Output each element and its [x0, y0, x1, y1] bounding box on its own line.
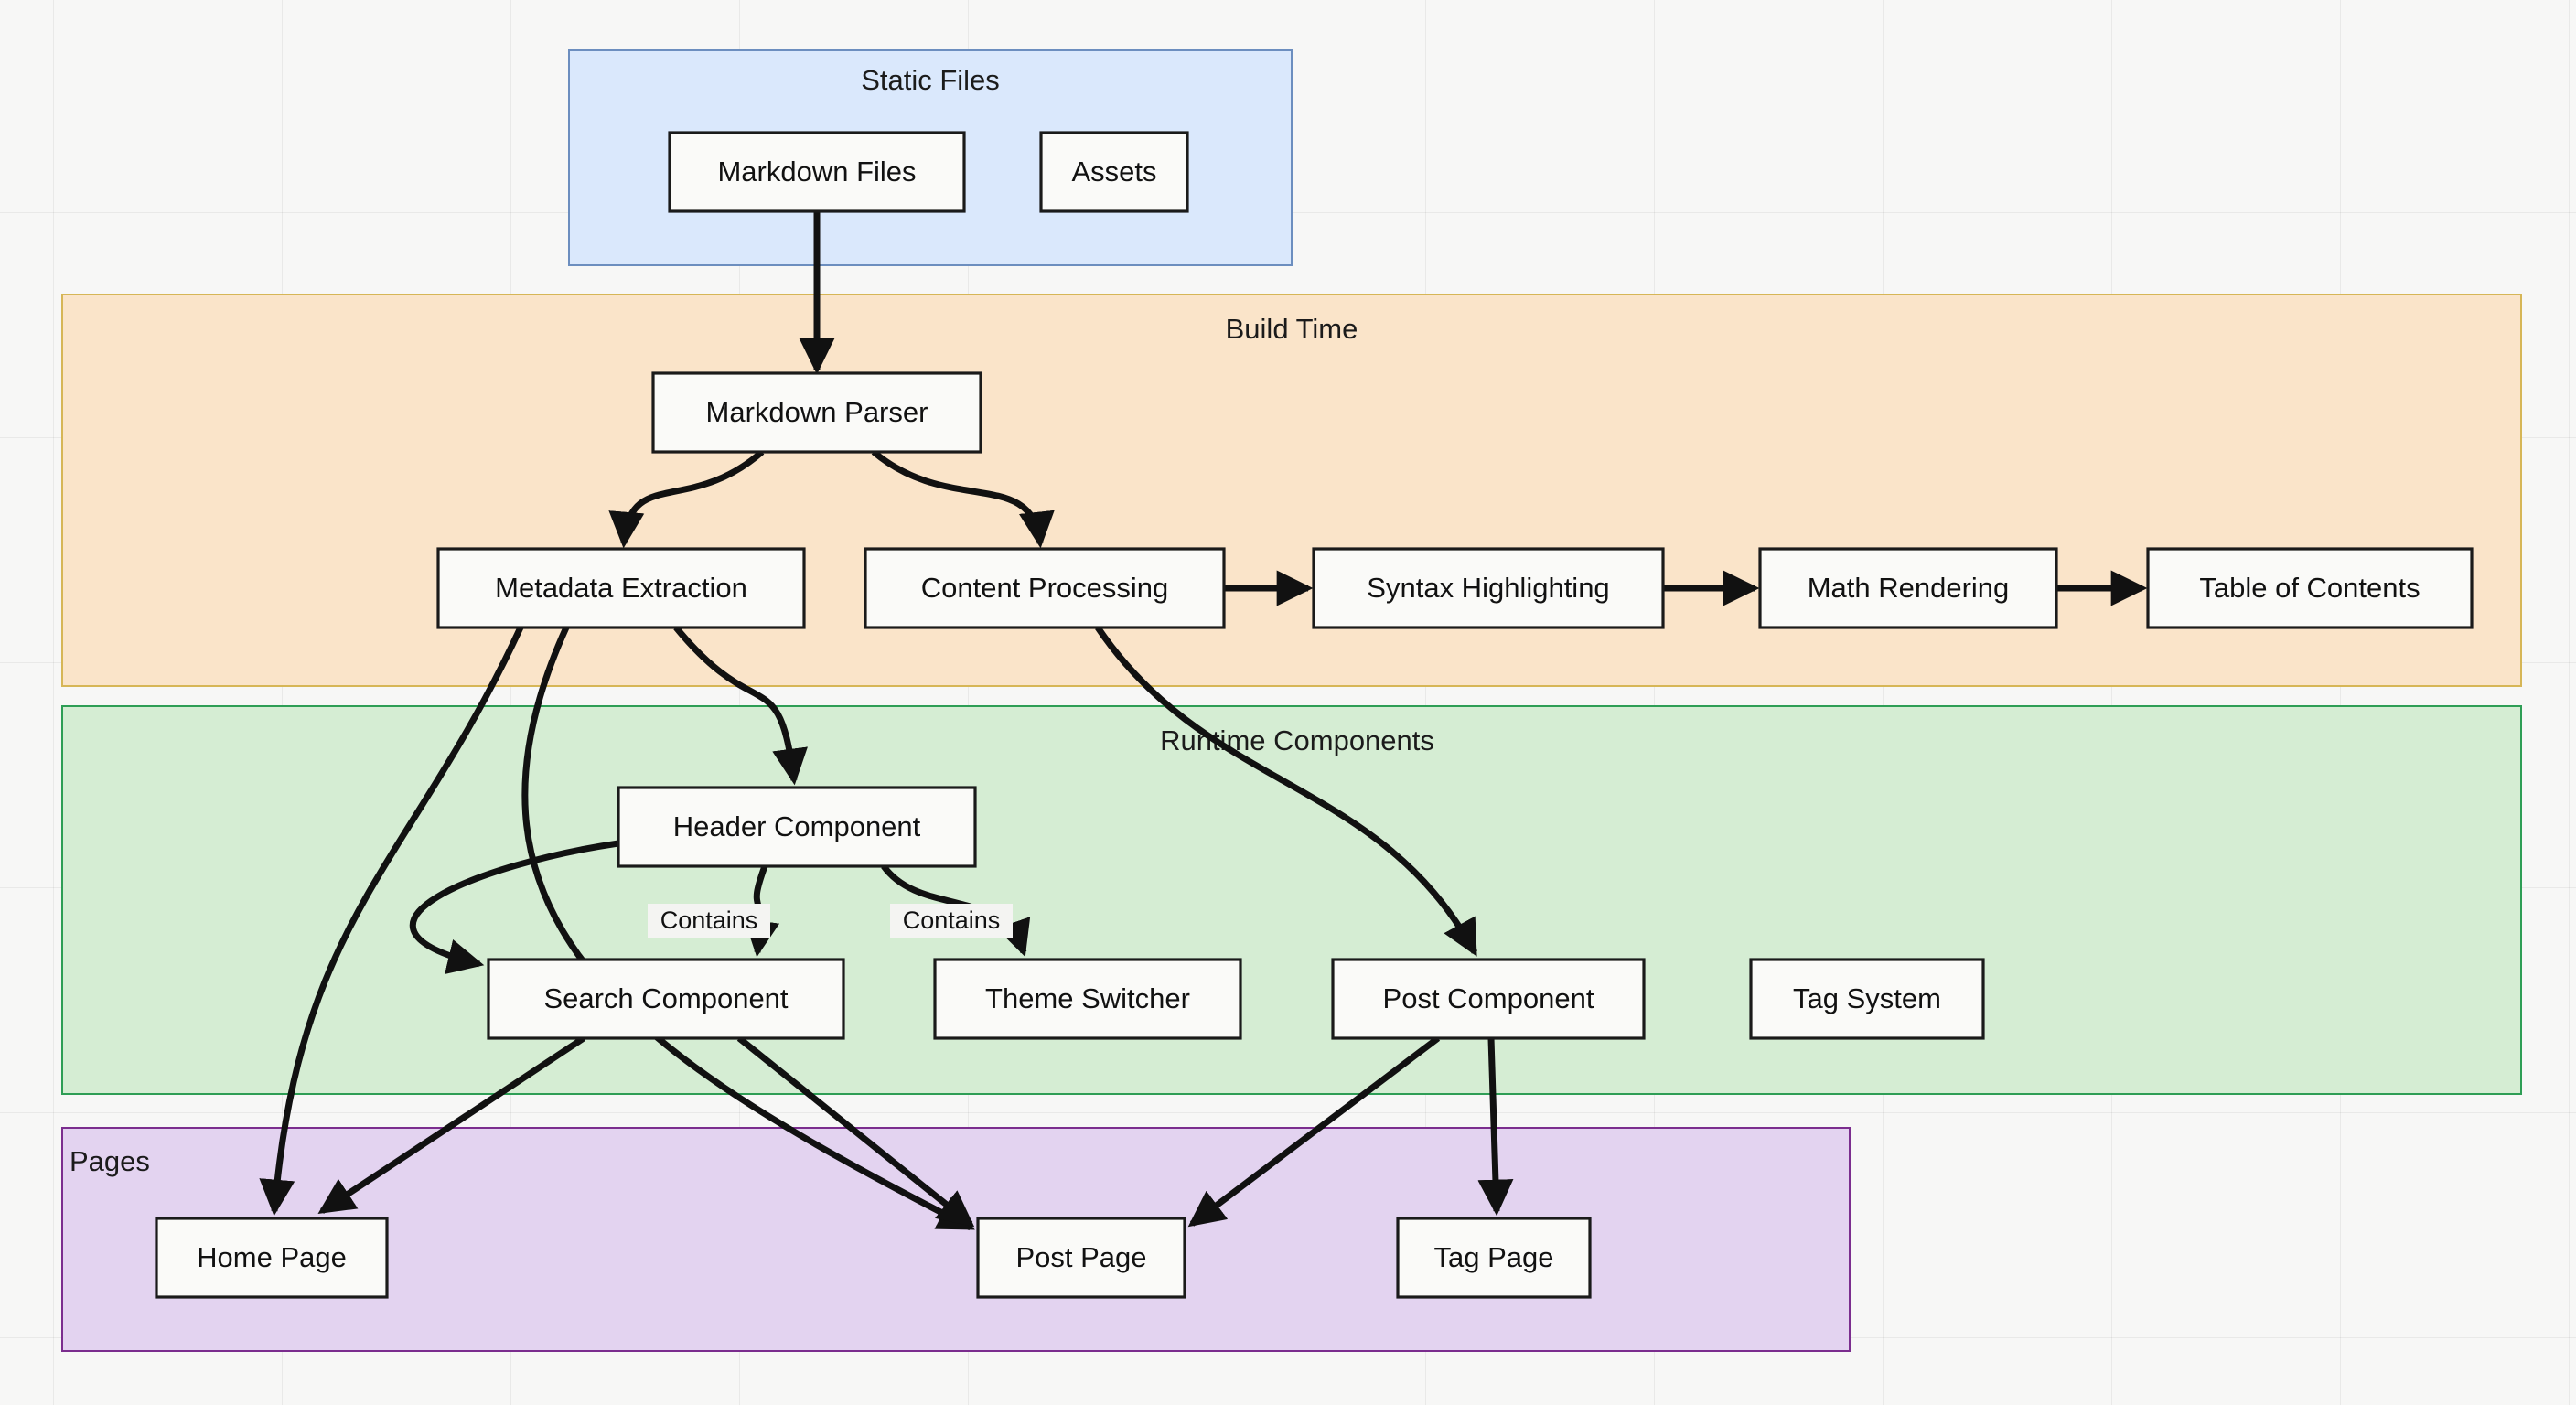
node-table-of-contents[interactable]: Table of Contents [2146, 547, 2474, 629]
node-rect-header-component[interactable] [617, 786, 977, 868]
edge-search-component-to-home-page [317, 1035, 585, 1214]
edge-label-bg [890, 904, 1013, 938]
node-markdown-parser[interactable]: Markdown Parser [651, 371, 982, 454]
node-content-processing[interactable]: Content Processing [864, 547, 1226, 629]
node-rect-post-component[interactable] [1331, 958, 1646, 1040]
node-tag-page[interactable]: Tag Page [1396, 1217, 1592, 1299]
edge-metadata-extraction-to-header-component [673, 625, 808, 786]
node-tag-system[interactable]: Tag System [1749, 958, 1985, 1040]
node-rect-tag-page[interactable] [1396, 1217, 1592, 1299]
node-rect-markdown-files[interactable] [668, 131, 966, 213]
cluster-label-static-files: Static Files [861, 64, 1000, 96]
node-label-theme-switcher: Theme Switcher [985, 982, 1190, 1014]
edge-markdown-parser-to-content-processing [871, 449, 1055, 549]
node-label-tag-system: Tag System [1793, 982, 1941, 1014]
edge-label-contains-search: Contains [648, 904, 770, 938]
node-home-page[interactable]: Home Page [155, 1217, 389, 1299]
node-label-content-processing: Content Processing [921, 572, 1169, 604]
edge-search-component-to-post-page [736, 1035, 975, 1228]
edge-markdown-parser-to-metadata-extraction [608, 449, 765, 549]
node-rect-assets[interactable] [1039, 131, 1189, 213]
node-label-assets: Assets [1071, 156, 1156, 188]
cluster-rect-runtime-components [61, 705, 2522, 1095]
node-label-math-rendering: Math Rendering [1808, 572, 2010, 604]
node-markdown-files[interactable]: Markdown Files [668, 131, 966, 213]
cluster-label-build-time: Build Time [1226, 313, 1358, 345]
node-label-table-of-contents: Table of Contents [2199, 572, 2420, 604]
node-rect-markdown-parser[interactable] [651, 371, 982, 454]
node-assets[interactable]: Assets [1039, 131, 1189, 213]
edge-metadata-extraction-to-home-page [259, 626, 524, 1217]
edge-header-component-to-search-component [409, 840, 619, 974]
cluster-label-pages: Pages [70, 1145, 150, 1177]
node-label-post-page: Post Page [1015, 1241, 1146, 1273]
edge-content-processing-to-post-component [1095, 626, 1478, 957]
node-label-header-component: Header Component [673, 810, 921, 842]
node-metadata-extraction[interactable]: Metadata Extraction [436, 547, 806, 629]
node-syntax-highlighting[interactable]: Syntax Highlighting [1312, 547, 1665, 629]
node-math-rendering[interactable]: Math Rendering [1758, 547, 2058, 629]
node-label-post-component: Post Component [1383, 982, 1594, 1014]
node-rect-post-page[interactable] [976, 1217, 1186, 1299]
node-rect-theme-switcher[interactable] [933, 958, 1242, 1040]
node-label-syntax-highlighting: Syntax Highlighting [1367, 572, 1609, 604]
cluster-runtime-components: Runtime Components [61, 705, 2522, 1095]
node-rect-math-rendering[interactable] [1758, 547, 2058, 629]
node-rect-tag-system[interactable] [1749, 958, 1985, 1040]
node-theme-switcher[interactable]: Theme Switcher [933, 958, 1242, 1040]
node-header-component[interactable]: Header Component [617, 786, 977, 868]
edge-label-text: Contains [903, 906, 1001, 934]
cluster-label-runtime-components: Runtime Components [1160, 724, 1434, 756]
node-label-markdown-files: Markdown Files [717, 156, 916, 188]
node-rect-metadata-extraction[interactable] [436, 547, 806, 629]
edge-label-text: Contains [660, 906, 758, 934]
node-rect-table-of-contents[interactable] [2146, 547, 2474, 629]
edge-label-bg [648, 904, 770, 938]
edge-label-group: Contains Contains [648, 904, 1013, 938]
node-label-markdown-parser: Markdown Parser [706, 396, 928, 428]
node-label-metadata-extraction: Metadata Extraction [495, 572, 747, 604]
node-rect-search-component[interactable] [487, 958, 845, 1040]
edge-label-contains-theme: Contains [890, 904, 1013, 938]
node-search-component[interactable]: Search Component [487, 958, 845, 1040]
node-label-home-page: Home Page [197, 1241, 347, 1273]
node-rect-syntax-highlighting[interactable] [1312, 547, 1665, 629]
node-rect-content-processing[interactable] [864, 547, 1226, 629]
edge-post-component-to-tag-page [1477, 1037, 1514, 1217]
node-label-tag-page: Tag Page [1434, 1241, 1554, 1273]
node-label-search-component: Search Component [543, 982, 788, 1014]
node-post-component[interactable]: Post Component [1331, 958, 1646, 1040]
node-rect-home-page[interactable] [155, 1217, 389, 1299]
edge-post-component-to-post-page [1187, 1035, 1441, 1228]
node-post-page[interactable]: Post Page [976, 1217, 1186, 1299]
